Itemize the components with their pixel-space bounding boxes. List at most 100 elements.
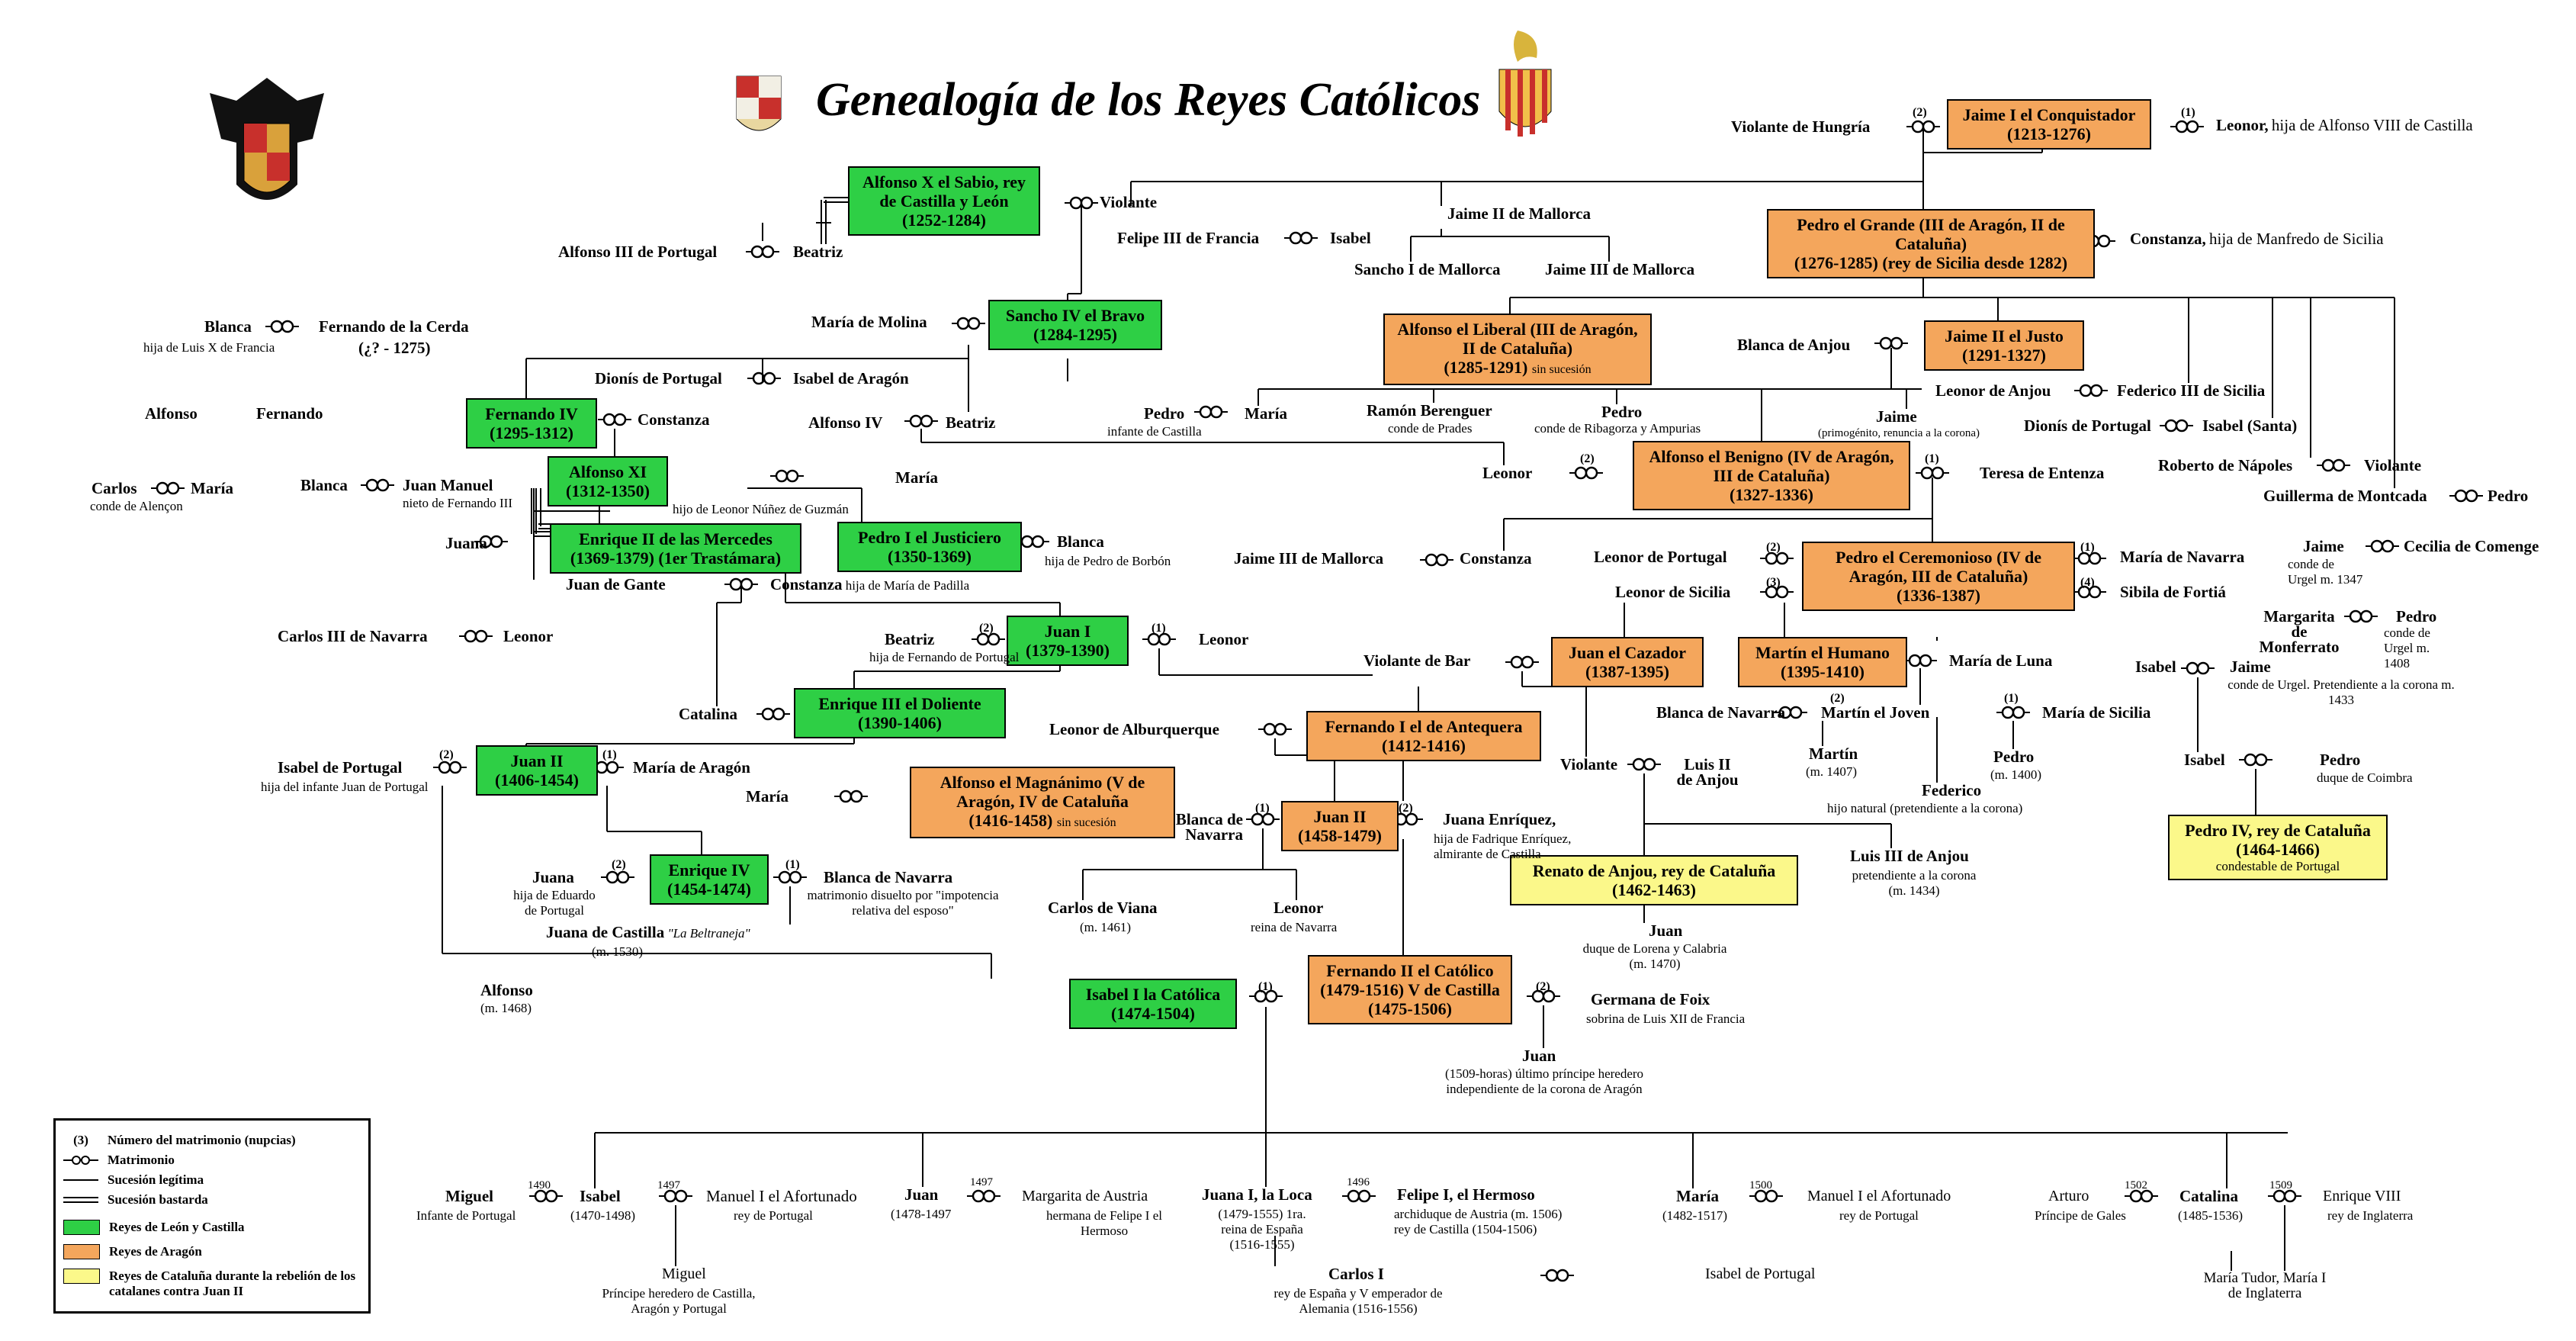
person-margarita-austria: Margarita de Austria: [1022, 1188, 1148, 1204]
person-carlos-viana: Carlos de Viana: [1048, 899, 1158, 917]
marriage-number: (4): [2080, 576, 2095, 589]
marriage-ring-icon: [1274, 722, 1287, 736]
marriage-number: (2): [612, 858, 626, 871]
person-isabel-aragon: Isabel de Aragón: [793, 369, 909, 388]
castile-leon-shield-icon: [736, 76, 782, 131]
person-beatriz2: Beatriz: [946, 413, 996, 432]
person-maria-tudor: María Tudor, María I de Inglaterra: [2203, 1270, 2327, 1301]
person-teresa-entenza: Teresa de Entenza: [1980, 464, 2105, 482]
marriage-ring-icon: [982, 1189, 996, 1203]
marriage-ring-icon: [750, 245, 764, 259]
legend-swatch-castilla: [63, 1220, 100, 1235]
marriage-number: (1): [1258, 980, 1273, 993]
person-carlos-alencon: Carlos: [92, 479, 137, 497]
marriage-year: 1500: [1749, 1179, 1772, 1191]
marriage-ring-icon: [2140, 1189, 2154, 1203]
marriage-number: (1): [1925, 452, 1939, 465]
node-sancho4: Sancho IV el Bravo(1284-1295): [988, 300, 1162, 350]
person-jaime3-mallorca: Jaime III de Mallorca: [1545, 260, 1695, 278]
person-juan-gante: Juan de Gante: [566, 575, 666, 593]
person-jaime-primogenito: Jaime: [1876, 407, 1917, 426]
marriage-ring-icon: [2186, 120, 2199, 133]
marriage-ring-icon: [281, 320, 294, 333]
person-alfonso4-portugal: Alfonso IV: [808, 413, 883, 432]
person-leonor-navarra: Leonor: [503, 627, 554, 645]
node-pedro3: Pedro el Grande (III de Aragón, II de Ca…: [1767, 209, 2095, 278]
person-maria-portugal: María: [895, 468, 938, 487]
marriage-ring-icon: [2088, 552, 2102, 565]
marriage-ring-icon: [1643, 757, 1656, 771]
marriage-ring-icon: [839, 789, 853, 803]
person-maria-a: María: [1245, 404, 1287, 423]
marriage-number: (2): [1580, 452, 1595, 465]
person-carlos1: Carlos I: [1328, 1265, 1384, 1283]
marriage-ring-icon: [1542, 989, 1556, 1003]
person-violante: Violante: [1100, 193, 1158, 211]
node-enrique2: Enrique II de las Mercedes(1369-1379) (1…: [550, 523, 801, 574]
person-beatriz: Beatriz: [793, 243, 843, 261]
person-beatriz-juan1: Beatriz: [885, 630, 935, 648]
node-juan2-aragon: Juan II(1458-1479): [1281, 801, 1399, 851]
person-manuel1b: Manuel I el Afortunado: [1807, 1188, 1951, 1204]
marriage-ring-icon: [595, 761, 609, 774]
marriage-ring-icon: [763, 371, 776, 385]
person-leonor-portugal: Leonor de Portugal: [1594, 548, 1727, 566]
node-isabel1: Isabel I la Católica(1474-1504): [1069, 979, 1237, 1029]
marriage-number: (1): [1151, 622, 1166, 635]
marriage-ring-icon: [785, 469, 799, 483]
marriage-ring-icon: [2175, 419, 2189, 433]
person-blanca2: Blanca: [300, 476, 348, 494]
node-juan1-castilla: Juan I(1379-1390): [1007, 616, 1129, 666]
marriage-ring-icon: [1261, 812, 1275, 826]
marriage-ring-icon: [613, 413, 627, 426]
marriage-ring-icon: [674, 1189, 688, 1203]
node-fernando1: Fernando I el de Antequera(1412-1416): [1306, 711, 1541, 761]
person-pedro-ribagorza: Pedro: [1601, 403, 1643, 421]
legend-label: Número del matrimonio (nupcias): [108, 1133, 296, 1147]
person-blanca-navarra2: Blanca de Navarra: [1175, 810, 1243, 844]
person-federico-natural: Federico: [1922, 781, 1982, 799]
marriage-ring-icon: [1347, 1189, 1360, 1203]
person-alfonso3-portugal: Alfonso III de Portugal: [558, 243, 718, 261]
marriage-ring-icon: [2088, 585, 2102, 599]
person-arturo: Arturo: [2048, 1188, 2089, 1204]
marriage-year: 1490: [528, 1179, 551, 1191]
marriage-ring-icon: [2079, 384, 2093, 397]
marriage-number: (1): [1255, 802, 1270, 815]
marriage-ring-icon: [1263, 722, 1277, 736]
legend-double-line-icon: [63, 1196, 98, 1204]
marriage-number: (2): [979, 622, 994, 635]
page-title: Genealogía de los Reyes Católicos: [816, 74, 1481, 126]
person-felipe3: Felipe III de Francia: [1117, 229, 1260, 247]
person-maria-sicilia: María de Sicilia: [2042, 703, 2151, 722]
marriage-ring-icon: [474, 629, 488, 643]
legend-label: Matrimonio: [108, 1153, 175, 1167]
marriage-ring-icon: [166, 481, 180, 495]
person-maria-molina: María de Molina: [811, 313, 927, 331]
marriage-ring-icon: [2359, 609, 2373, 623]
node-juan1-aragon: Juan el Cazador(1387-1395): [1551, 637, 1704, 687]
legend-label: Reyes de Aragón: [109, 1244, 202, 1259]
person-catalina-hija: Catalina: [2179, 1187, 2239, 1205]
marriage-ring-icon: [1031, 535, 1045, 548]
person-carlos3-navarra: Carlos III de Navarra: [278, 627, 428, 645]
person-enrique8: Enrique VIII: [2323, 1188, 2401, 1204]
marriage-ring-icon: [967, 317, 981, 330]
person-juan-manuel: Juan Manuel: [403, 476, 493, 494]
person-violante2: Violante: [2364, 456, 2422, 474]
legend: (3)Número del matrimonio (nupcias) Matri…: [53, 1118, 371, 1314]
legend-label: Sucesión legítima: [108, 1172, 204, 1187]
marriage-ring-icon: [1890, 336, 1903, 350]
legend-swatch-cataluna: [63, 1269, 100, 1284]
marriage-ring-icon: [2332, 458, 2346, 472]
person-blanca-anjou: Blanca de Anjou: [1737, 336, 1851, 354]
person-isabel-santa: Isabel (Santa): [2202, 416, 2298, 435]
marriage-number: (1): [2080, 541, 2095, 554]
person-juan-1509: Juan: [1522, 1047, 1556, 1065]
marriage-ring-icon: [544, 1189, 558, 1203]
person-alfonso-1468: Alfonso: [480, 981, 533, 999]
marriage-number: (2): [1399, 802, 1413, 815]
node-fernando4: Fernando IV(1295-1312): [466, 398, 597, 449]
marriage-ring-icon: [1879, 336, 1893, 350]
